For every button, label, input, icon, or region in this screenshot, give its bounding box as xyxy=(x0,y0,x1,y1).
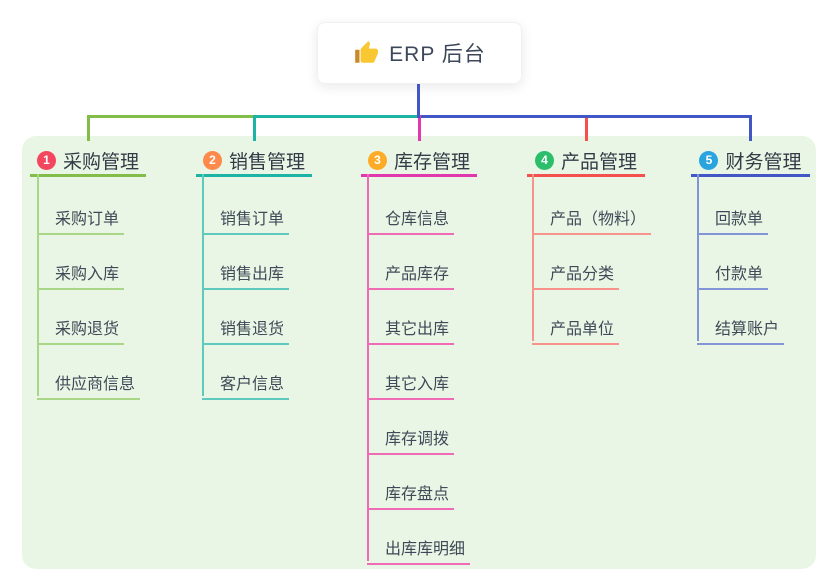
root-title: ERP 后台 xyxy=(389,43,486,66)
child-node[interactable]: 库存调拨 xyxy=(367,422,455,455)
child-label: 采购入库 xyxy=(55,266,120,283)
branch-badge: 3 xyxy=(367,151,387,170)
connector-drop xyxy=(585,115,588,141)
child-label: 付款单 xyxy=(715,266,764,283)
child-label: 销售订单 xyxy=(220,211,285,228)
child-label: 产品（物料） xyxy=(550,211,647,228)
connector-elbow xyxy=(417,115,752,118)
branch-header-财务管理[interactable]: 5 财务管理 xyxy=(691,147,810,177)
child-label: 供应商信息 xyxy=(55,376,136,393)
branch-header-库存管理[interactable]: 3 库存管理 xyxy=(361,147,477,177)
child-label: 结算账户 xyxy=(715,321,780,338)
branch-label: 销售管理 xyxy=(228,152,305,173)
child-label: 其它出库 xyxy=(385,321,450,338)
branch-header-采购管理[interactable]: 1 采购管理 xyxy=(30,147,146,177)
child-label: 库存调拨 xyxy=(385,431,450,448)
child-node[interactable]: 付款单 xyxy=(697,257,769,290)
connector-drop xyxy=(418,115,421,141)
child-label: 采购退货 xyxy=(55,321,120,338)
branch-label: 采购管理 xyxy=(62,152,139,173)
child-label: 销售出库 xyxy=(220,266,285,283)
background-panel xyxy=(22,136,816,569)
child-node[interactable]: 其它入库 xyxy=(367,367,455,400)
child-label: 其它入库 xyxy=(385,376,450,393)
branch-header-产品管理[interactable]: 4 产品管理 xyxy=(527,147,645,177)
child-node[interactable]: 产品单位 xyxy=(532,312,620,345)
child-connector-line xyxy=(37,174,39,396)
child-label: 客户信息 xyxy=(220,376,285,393)
branch-label: 财务管理 xyxy=(725,152,802,173)
child-label: 回款单 xyxy=(715,211,764,228)
child-connector-line xyxy=(367,174,369,561)
root-node[interactable]: ERP 后台 xyxy=(317,22,522,84)
connector-drop xyxy=(749,115,752,141)
child-label: 库存盘点 xyxy=(385,486,450,503)
branch-badge: 4 xyxy=(534,151,554,170)
branch-label: 产品管理 xyxy=(560,152,637,173)
child-label: 销售退货 xyxy=(220,321,285,338)
child-node[interactable]: 产品（物料） xyxy=(532,202,652,235)
child-connector-line xyxy=(697,174,699,341)
child-node[interactable]: 出库库明细 xyxy=(367,532,471,565)
child-label: 采购订单 xyxy=(55,211,120,228)
branch-badge: 5 xyxy=(699,151,719,170)
child-label: 仓库信息 xyxy=(385,211,450,228)
child-node[interactable]: 产品库存 xyxy=(367,257,455,290)
child-label: 产品分类 xyxy=(550,266,615,283)
child-node[interactable]: 销售出库 xyxy=(202,257,290,290)
child-node[interactable]: 产品分类 xyxy=(532,257,620,290)
branch-badge: 1 xyxy=(36,151,56,170)
branch-label: 库存管理 xyxy=(393,152,470,173)
branch-header-销售管理[interactable]: 2 销售管理 xyxy=(196,147,312,177)
child-connector-line xyxy=(202,174,204,396)
child-node[interactable]: 销售订单 xyxy=(202,202,290,235)
child-node[interactable]: 采购退货 xyxy=(37,312,125,345)
child-label: 产品库存 xyxy=(385,266,450,283)
connector-drop xyxy=(253,115,256,141)
child-connector-line xyxy=(532,174,534,341)
root-connector-line xyxy=(417,84,420,118)
thumbs-up-icon xyxy=(353,40,379,66)
child-node[interactable]: 客户信息 xyxy=(202,367,290,400)
child-node[interactable]: 采购入库 xyxy=(37,257,125,290)
child-node[interactable]: 供应商信息 xyxy=(37,367,141,400)
connector-drop xyxy=(87,115,90,141)
child-node[interactable]: 回款单 xyxy=(697,202,769,235)
child-label: 出库库明细 xyxy=(385,541,466,558)
child-node[interactable]: 采购订单 xyxy=(37,202,125,235)
child-node[interactable]: 结算账户 xyxy=(697,312,785,345)
child-node[interactable]: 仓库信息 xyxy=(367,202,455,235)
child-node[interactable]: 库存盘点 xyxy=(367,477,455,510)
connector-elbow xyxy=(253,115,420,118)
child-label: 产品单位 xyxy=(550,321,615,338)
child-node[interactable]: 销售退货 xyxy=(202,312,290,345)
branch-badge: 2 xyxy=(202,151,222,170)
child-node[interactable]: 其它出库 xyxy=(367,312,455,345)
